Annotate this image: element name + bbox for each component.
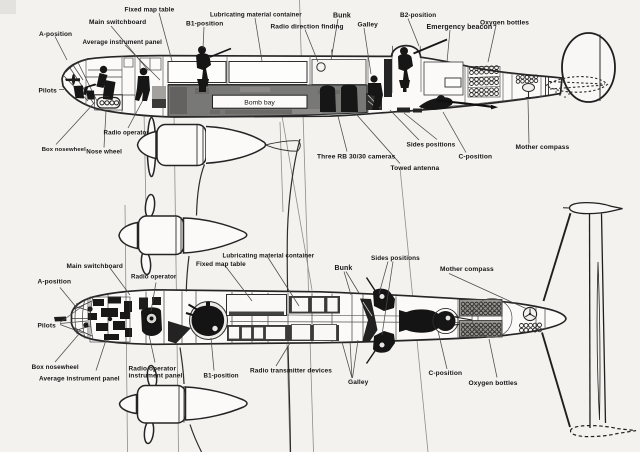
svg-text:Galley: Galley bbox=[348, 379, 369, 386]
svg-text:C-position: C-position bbox=[429, 370, 463, 377]
svg-text:C-position: C-position bbox=[459, 154, 493, 161]
svg-text:Radio operator: Radio operator bbox=[131, 274, 177, 281]
svg-text:A-position: A-position bbox=[38, 279, 72, 286]
svg-text:Mother compass: Mother compass bbox=[516, 144, 570, 151]
svg-text:B1-position: B1-position bbox=[204, 373, 239, 380]
svg-text:Average instrument panel: Average instrument panel bbox=[83, 39, 163, 46]
svg-text:Main switchboard: Main switchboard bbox=[89, 19, 146, 26]
svg-text:Radio transmitter devices: Radio transmitter devices bbox=[250, 368, 332, 375]
svg-text:Bomb bay: Bomb bay bbox=[244, 99, 275, 106]
svg-text:Lubricating material container: Lubricating material container bbox=[223, 253, 315, 260]
svg-text:Fixed map table: Fixed map table bbox=[125, 7, 175, 14]
svg-text:Oxygen bottles: Oxygen bottles bbox=[480, 20, 529, 27]
svg-text:Box nosewheel: Box nosewheel bbox=[32, 364, 79, 371]
svg-text:Box nosewheel: Box nosewheel bbox=[42, 147, 86, 153]
svg-text:Main switchboard: Main switchboard bbox=[67, 263, 124, 270]
svg-text:B2-position: B2-position bbox=[400, 12, 436, 19]
svg-text:Fixed map table: Fixed map table bbox=[196, 261, 246, 268]
svg-text:Oxygen bottles: Oxygen bottles bbox=[469, 380, 518, 387]
svg-text:Nose wheel: Nose wheel bbox=[86, 149, 122, 156]
svg-text:Radio operator: Radio operator bbox=[104, 130, 150, 137]
svg-text:Emergency beacon: Emergency beacon bbox=[427, 24, 493, 31]
svg-text:Pilots: Pilots bbox=[38, 323, 57, 330]
svg-text:Three RB 30/30 cameras: Three RB 30/30 cameras bbox=[317, 154, 396, 161]
svg-text:Radio direction finding: Radio direction finding bbox=[271, 24, 344, 31]
svg-text:A-position: A-position bbox=[39, 31, 72, 38]
svg-text:Towed antenna: Towed antenna bbox=[391, 165, 440, 172]
svg-text:Pilots: Pilots bbox=[39, 88, 58, 95]
svg-text:Galley: Galley bbox=[358, 22, 379, 29]
svg-text:Bunk: Bunk bbox=[333, 13, 351, 20]
svg-text:Mother compass: Mother compass bbox=[440, 266, 494, 273]
svg-text:Radio operator: Radio operator bbox=[129, 366, 177, 373]
svg-text:Sides positions: Sides positions bbox=[407, 142, 456, 149]
svg-text:instrument panel: instrument panel bbox=[129, 373, 183, 380]
svg-text:Bunk: Bunk bbox=[335, 265, 353, 272]
svg-text:Lubricating material container: Lubricating material container bbox=[210, 12, 302, 19]
svg-text:B1-position: B1-position bbox=[186, 21, 223, 28]
svg-text:Sides positions: Sides positions bbox=[371, 255, 420, 262]
svg-text:Average instrument panel: Average instrument panel bbox=[39, 376, 120, 383]
